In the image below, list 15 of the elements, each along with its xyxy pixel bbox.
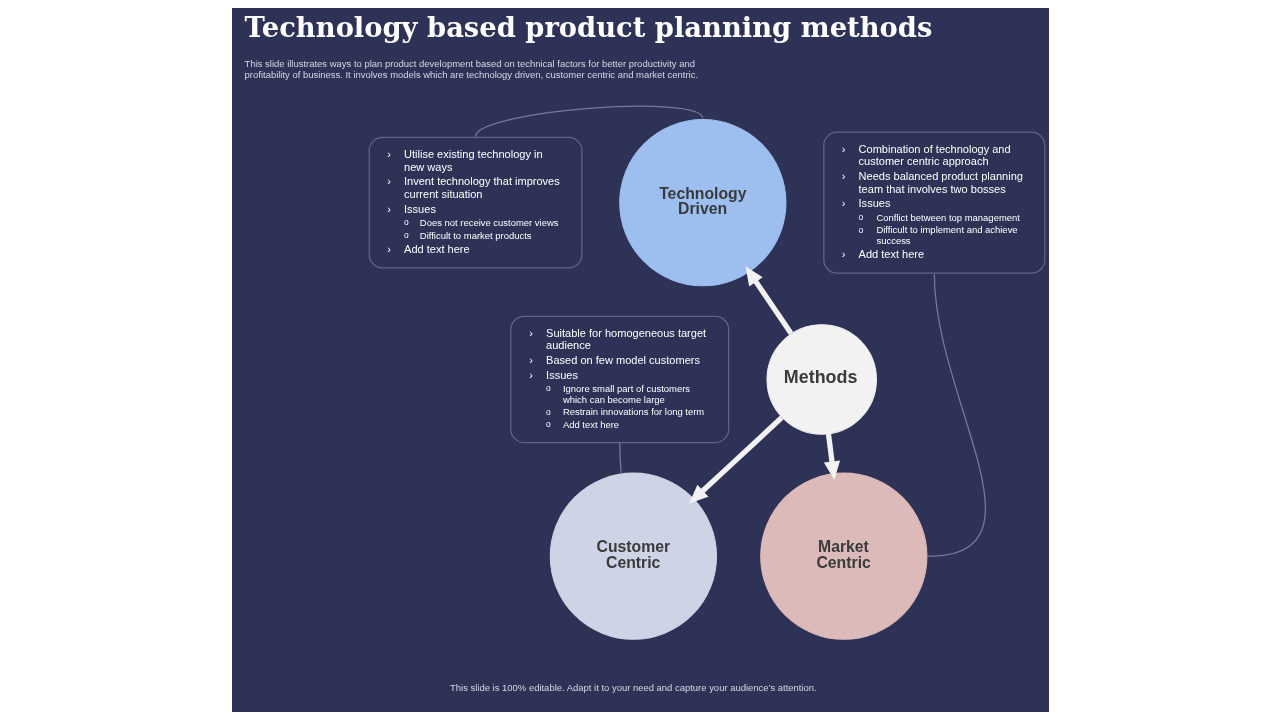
node-box: › Suitable for homogeneous target audience › Based on few model customers › Issues o Ignore small part of customers which can become large o Restrain innovations for long term o Add text here — [509, 315, 729, 444]
connector — [618, 441, 622, 475]
node-circle: Market Centric — [759, 472, 927, 640]
diagram-title: Technology based product planning methods — [244, 11, 932, 44]
connector — [474, 105, 703, 138]
label: This slide illustrates ways to plan product development based on technical factors for better productivity and profitability of business. It involves models which are technology driven, customer centric and market centric. — [244, 58, 698, 80]
node-box: › Combination of technology and customer centric approach › Needs balanced product planning team that involves two bosses › Issues o Conflict between top management o Difficult to implement and achieve success › Add text here — [822, 131, 1045, 274]
connector — [926, 273, 986, 557]
label: This slide is 100% editable. Adapt it to your need and capture your audience’s attention. — [449, 682, 817, 694]
arrow — [688, 415, 784, 504]
node-box: › Utilise existing technology in new ways › Invent technology that improves current situation › Issues o Does not receive customer views o Difficult to market products › Add text here — [368, 136, 582, 269]
node-circle: Methods — [766, 324, 877, 435]
arrow — [823, 433, 840, 481]
node-circle: Customer Centric — [549, 472, 717, 640]
arrow — [744, 266, 793, 335]
